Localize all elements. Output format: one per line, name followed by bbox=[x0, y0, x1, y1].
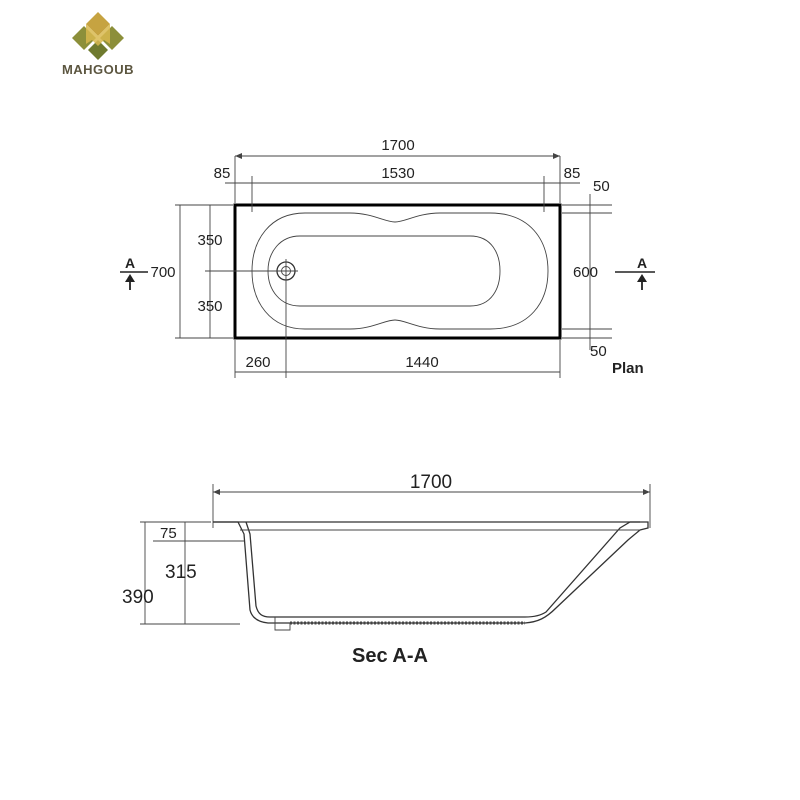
plan-inner-length: 1530 bbox=[381, 165, 414, 182]
svg-text:A: A bbox=[637, 255, 647, 271]
plan-basin-outer bbox=[251, 212, 549, 330]
plan-view: 1700 85 1530 85 50 600 50 Plan 700 350 3… bbox=[120, 137, 655, 378]
plan-right-dimensions bbox=[562, 194, 612, 350]
plan-rim-top: 50 bbox=[593, 178, 610, 195]
plan-left-dimensions bbox=[175, 204, 280, 339]
plan-overall-length: 1700 bbox=[381, 137, 414, 154]
svg-text:A: A bbox=[125, 255, 135, 271]
section-view: 1700 75 315 390 Sec A-A bbox=[122, 472, 651, 667]
plan-end-left: 85 bbox=[214, 165, 231, 182]
section-drain-icon bbox=[274, 617, 291, 631]
brand-logo: MAHGOUB bbox=[48, 10, 148, 85]
section-overall-height: 390 bbox=[122, 587, 154, 608]
section-height-dimensions bbox=[140, 521, 244, 625]
plan-half-bottom: 350 bbox=[197, 298, 222, 315]
plan-end-right: 85 bbox=[564, 165, 581, 182]
plan-overall-width: 700 bbox=[150, 264, 175, 281]
plan-drain-to-end: 1440 bbox=[405, 354, 438, 371]
plan-rim-bottom: 50 bbox=[590, 343, 607, 360]
section-tub-profile bbox=[213, 521, 649, 624]
section-overall-length: 1700 bbox=[410, 472, 452, 493]
plan-bottom-dimensions bbox=[234, 340, 561, 378]
plan-basin-inner bbox=[267, 235, 501, 307]
plan-inner-width: 600 bbox=[573, 264, 598, 281]
plan-tub-outline bbox=[233, 203, 562, 340]
section-rim-height: 75 bbox=[160, 525, 177, 542]
section-title: Sec A-A bbox=[352, 645, 428, 667]
plan-top-dimensions bbox=[225, 153, 580, 212]
plan-half-top: 350 bbox=[197, 232, 222, 249]
brand-name: MAHGOUB bbox=[61, 62, 135, 77]
section-inner-depth: 315 bbox=[165, 562, 197, 583]
section-marker-left: A bbox=[120, 255, 148, 290]
plan-title: Plan bbox=[612, 360, 644, 377]
logo-mark-icon bbox=[72, 12, 124, 60]
section-marker-right: A bbox=[615, 255, 655, 290]
plan-drain-offset: 260 bbox=[245, 354, 270, 371]
